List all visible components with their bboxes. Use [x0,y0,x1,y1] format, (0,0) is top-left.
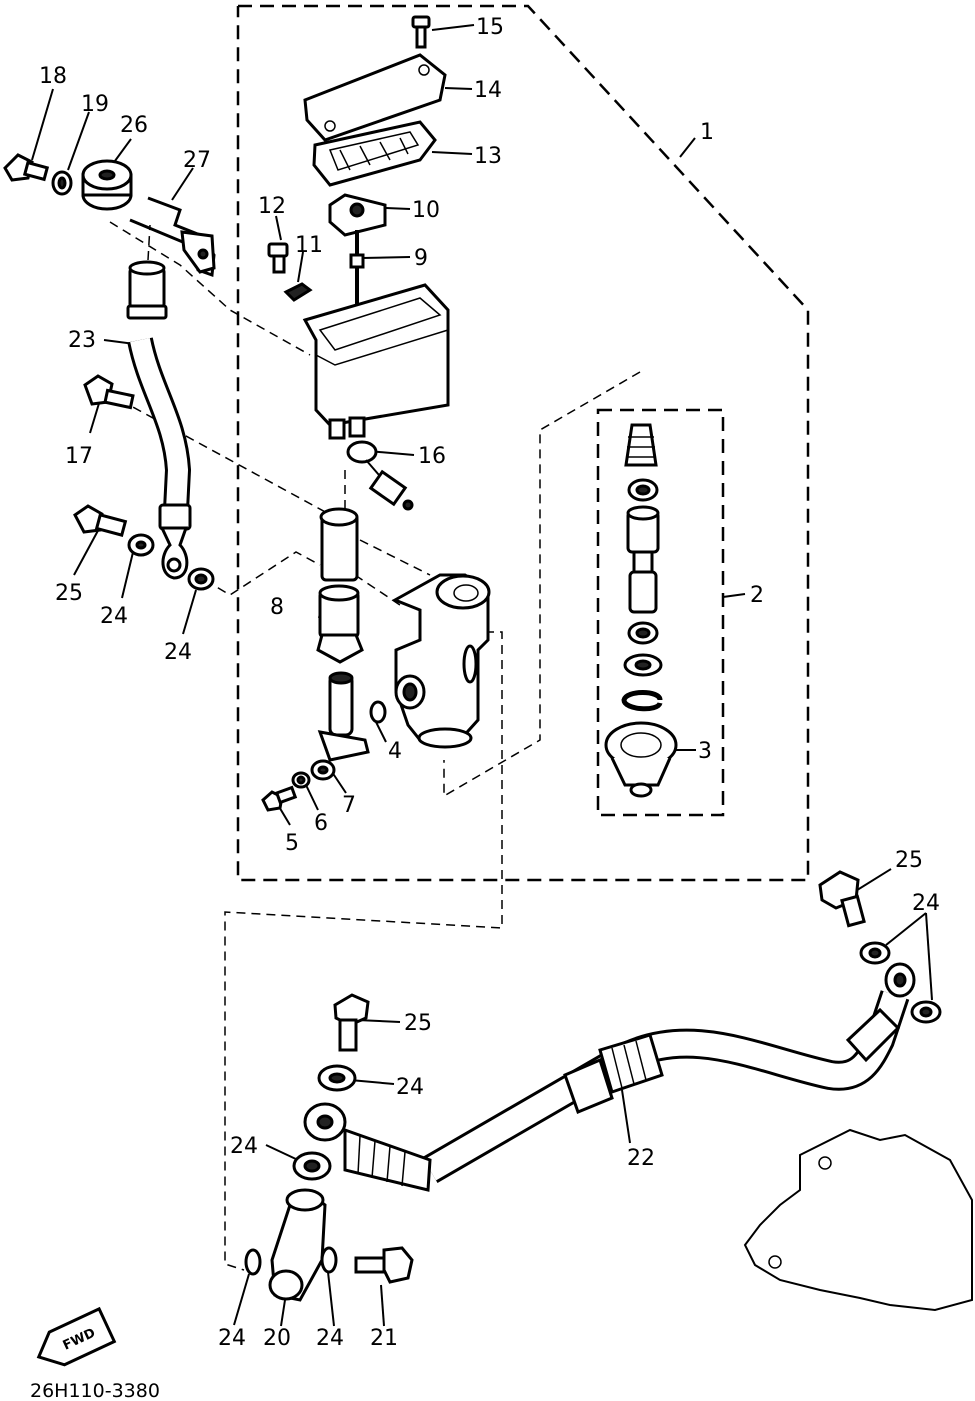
brake-hose [422,962,916,1184]
piston-cup-primary [627,478,659,502]
callout-22: 22 [627,1146,655,1171]
callout-24-g: 24 [316,1326,344,1351]
union-bolt-lower-right [818,870,866,928]
diaphragm-gasket [312,120,437,187]
callout-24-d: 24 [396,1075,424,1100]
dust-boot [604,721,678,798]
reservoir-cap [303,53,447,142]
callout-3: 3 [698,739,712,764]
callout-24-a: 24 [100,604,128,629]
damper [81,159,133,211]
push-rod [317,671,370,762]
washer-left-b [292,1151,332,1181]
callout-1: 1 [700,120,714,145]
callout-27: 27 [183,148,211,173]
callout-numbers: 15 14 13 10 9 1 12 11 16 2 3 18 19 26 27… [39,15,940,1351]
callout-13: 13 [474,144,502,169]
callout-15: 15 [476,15,504,40]
banjo-union [268,1188,327,1302]
piston-cup-secondary [627,621,659,645]
piston-spring [624,423,658,467]
float-plate [328,193,387,237]
callout-6: 6 [314,811,328,836]
assembly-guide-lines [109,221,641,1271]
callout-24-c: 24 [912,891,940,916]
callout-26: 26 [120,113,148,138]
nut-7 [310,759,336,781]
o-ring-4 [369,700,387,724]
circlip [621,690,663,712]
cap-screw [411,15,431,49]
washer-bottom-a [244,1248,262,1276]
drawing-code: 26H110-3380 [30,1380,160,1401]
union-bolt-25 [73,504,128,537]
callout-5: 5 [285,831,299,856]
master-cylinder-body [391,573,491,749]
callout-24-e: 24 [230,1134,258,1159]
union-bolt-lower-left [333,993,370,1052]
callout-21: 21 [370,1326,398,1351]
callout-19: 19 [81,92,109,117]
callout-20: 20 [263,1326,291,1351]
master-cylinder-assembly-outline [236,4,810,882]
bracket-bolt [3,153,50,182]
forward-arrow-icon: FWD [36,1306,117,1367]
callout-12: 12 [258,194,286,219]
leader-lines [31,24,933,1327]
reservoir-bracket [129,196,216,278]
hose-clamp [346,440,414,511]
washer-left-a [317,1064,357,1092]
grommet [283,282,313,302]
washer-right-a [859,941,891,965]
callout-25-c: 25 [404,1011,432,1036]
copper-washer-a [127,533,155,557]
caliper-outline [743,1128,973,1312]
hose-end-left [303,1102,432,1192]
washer-right-b [910,1000,942,1024]
washer-6 [291,771,311,789]
callout-25-b: 25 [895,848,923,873]
callout-17: 17 [65,444,93,469]
callout-11: 11 [295,233,323,258]
hose-bolt-17 [83,374,135,410]
callout-25-a: 25 [55,581,83,606]
callout-8: 8 [270,595,284,620]
callout-24-f: 24 [218,1326,246,1351]
bolt-5 [261,785,298,812]
callout-2: 2 [750,583,764,608]
washer [51,170,73,196]
washer-bottom-b [320,1246,338,1274]
callout-18: 18 [39,64,67,89]
callout-23: 23 [68,328,96,353]
callout-4: 4 [388,739,402,764]
reservoir-tank [302,283,450,440]
callout-7: 7 [342,793,356,818]
callout-14: 14 [474,78,502,103]
bolt-21 [354,1246,414,1284]
copper-washer-b [187,567,215,591]
reservoir-hose [126,260,192,580]
reservoir-screw [267,242,289,274]
piston-washer [623,653,663,677]
hose-joint-8 [316,507,364,664]
callout-24-b: 24 [164,640,192,665]
callout-9: 9 [414,246,428,271]
callout-10: 10 [412,198,440,223]
piston [626,505,660,614]
callout-16: 16 [418,444,446,469]
